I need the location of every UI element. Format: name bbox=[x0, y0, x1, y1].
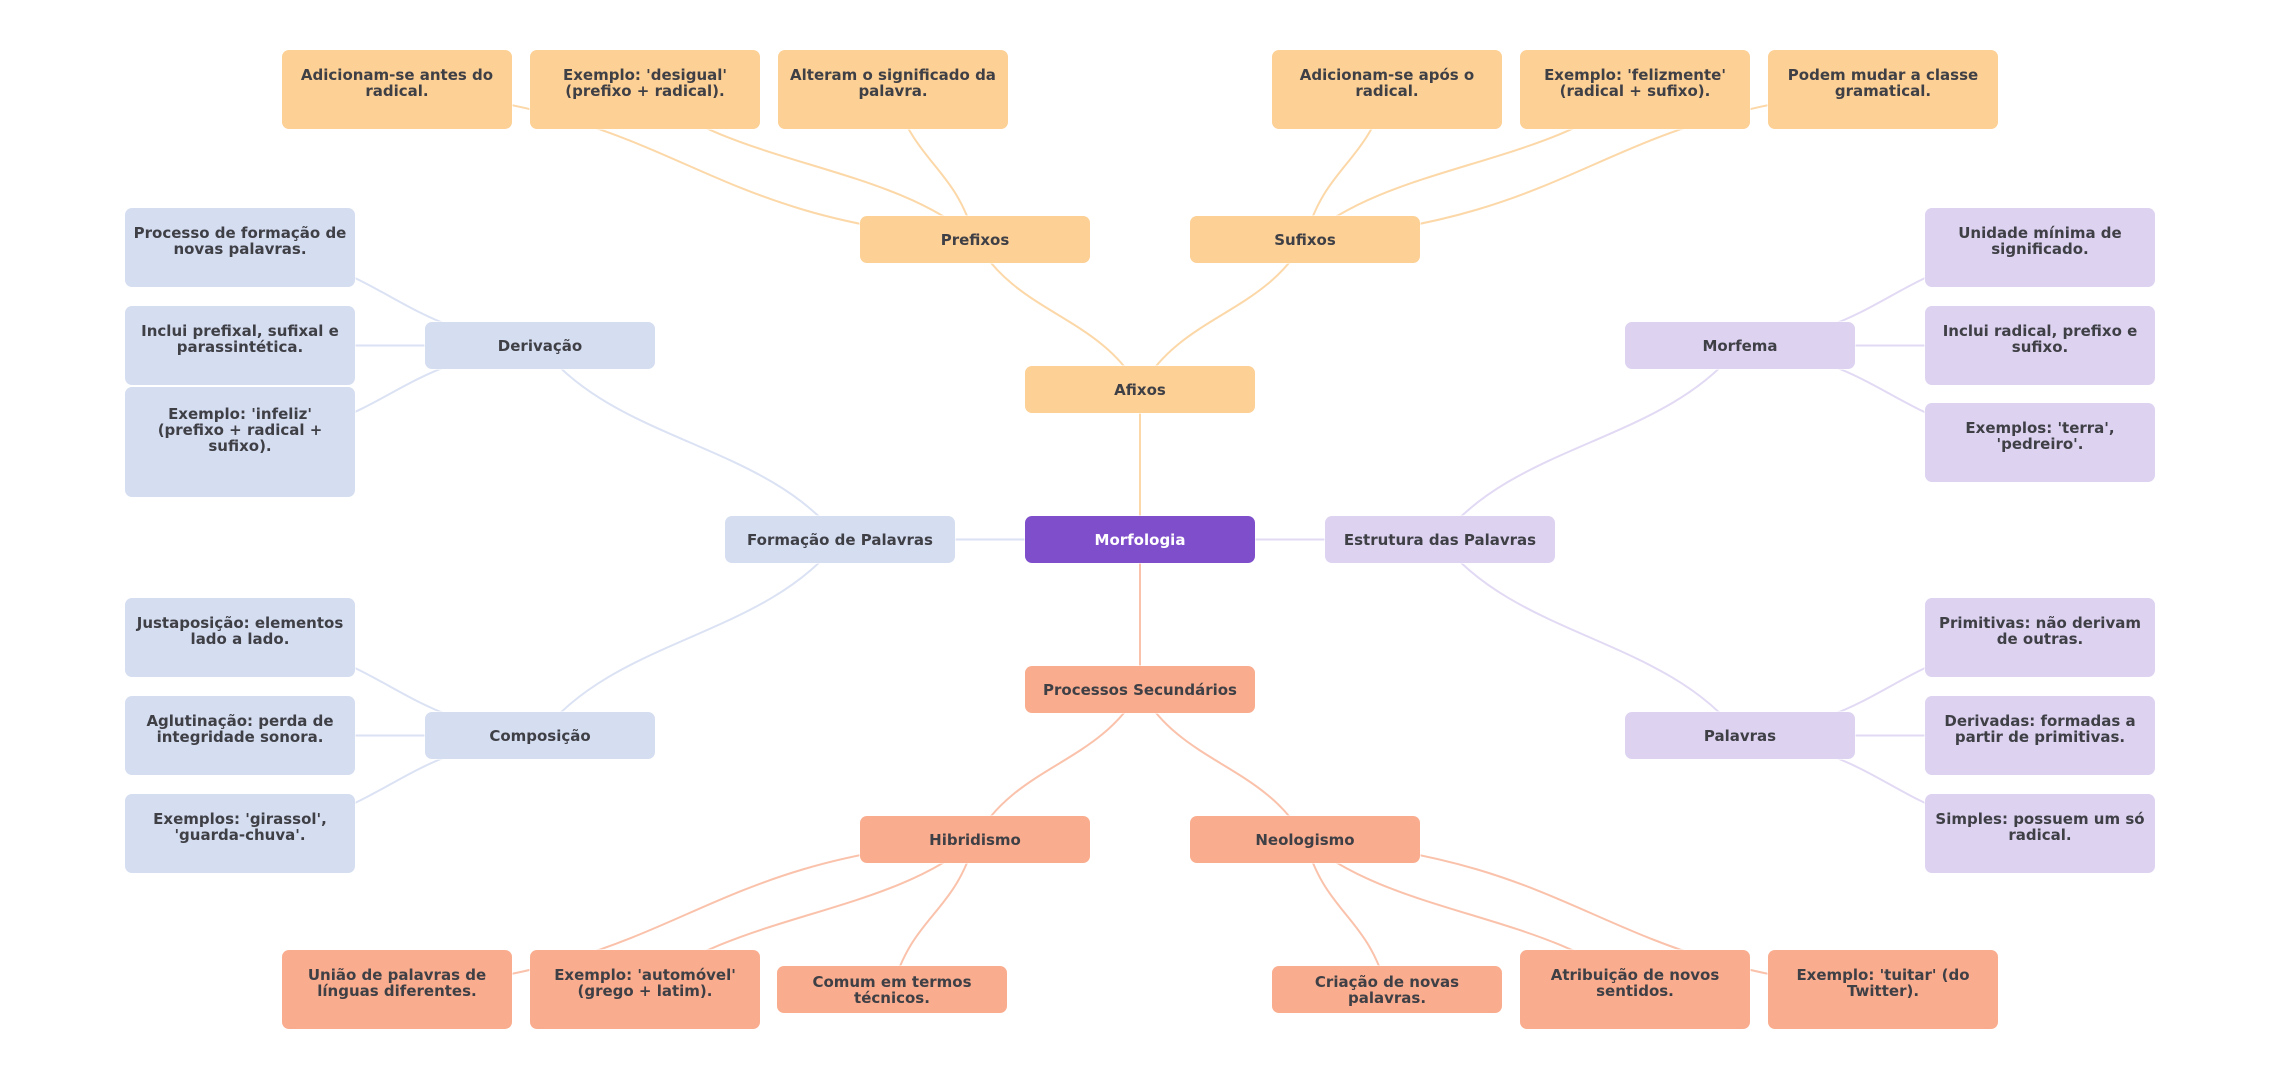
leaf-label: Exemplos: 'terra', 'pedreiro'. bbox=[1965, 418, 2115, 453]
leaf-label: Alteram o significado da palavra. bbox=[790, 65, 996, 100]
connector-hibridismo-hib2 bbox=[891, 839, 976, 990]
leaf-label: Exemplo: 'desigual' (prefixo + radical). bbox=[563, 65, 727, 100]
node-morfema[interactable]: Morfema bbox=[1625, 322, 1855, 369]
leaf-palavras-1[interactable]: Primitivas: não derivam de outras. bbox=[1925, 598, 2155, 677]
node-sufixos[interactable]: Sufixos bbox=[1190, 216, 1420, 263]
leaf-prefixos-2[interactable]: Exemplo: 'desigual' (prefixo + radical). bbox=[530, 50, 760, 129]
connector-afixos-sufixos bbox=[1139, 239, 1306, 390]
node-palavras[interactable]: Palavras bbox=[1625, 712, 1855, 759]
node-prefixos[interactable]: Prefixos bbox=[860, 216, 1090, 263]
leaf-hibridismo-3[interactable]: Comum em termos técnicos. bbox=[777, 966, 1007, 1013]
leaf-label: Adicionam-se antes do radical. bbox=[300, 65, 494, 100]
leaf-morfema-2[interactable]: Inclui radical, prefixo e sufixo. bbox=[1925, 306, 2155, 385]
leaf-label: Exemplos: 'girassol', 'guarda-chuva'. bbox=[153, 809, 327, 844]
leaf-label: Processo de formação de novas palavras. bbox=[133, 223, 347, 258]
leaf-neologismo-3[interactable]: Exemplo: 'tuitar' (do Twitter). bbox=[1768, 950, 1998, 1029]
node-label: Afixos bbox=[1114, 380, 1166, 399]
leaf-label: União de palavras de línguas diferentes. bbox=[307, 965, 487, 1000]
connector-processos-neologismo bbox=[1139, 689, 1306, 840]
leaf-label: Inclui prefixal, sufixal e parassintétic… bbox=[141, 321, 339, 356]
node-label: Derivação bbox=[497, 336, 583, 355]
leaf-composicao-3[interactable]: Exemplos: 'girassol', 'guarda-chuva'. bbox=[125, 794, 355, 873]
leaf-label: Podem mudar a classe gramatical. bbox=[1787, 65, 1979, 100]
node-label: Palavras bbox=[1703, 726, 1777, 745]
leaf-derivacao-3[interactable]: Exemplo: 'infeliz' (prefixo + radical + … bbox=[125, 387, 355, 497]
leaf-label: Inclui radical, prefixo e sufixo. bbox=[1942, 321, 2138, 356]
leaf-palavras-2[interactable]: Derivadas: formadas a partir de primitiv… bbox=[1925, 696, 2155, 775]
leaf-label: Aglutinação: perda de integridade sonora… bbox=[146, 711, 334, 746]
leaf-label: Primitivas: não derivam de outras. bbox=[1939, 613, 2141, 648]
leaf-morfema-1[interactable]: Unidade mínima de significado. bbox=[1925, 208, 2155, 287]
leaf-label: Atribuição de novos sentidos. bbox=[1550, 965, 1720, 1000]
leaf-label: Unidade mínima de significado. bbox=[1958, 223, 2122, 258]
leaf-label: Simples: possuem um só radical. bbox=[1935, 809, 2145, 844]
leaf-label: Exemplo: 'tuitar' (do Twitter). bbox=[1796, 965, 1970, 1000]
leaf-label: Exemplo: 'automóvel' (grego + latim). bbox=[554, 965, 736, 1000]
connector-afixos-prefixos bbox=[974, 239, 1141, 390]
leaf-palavras-3[interactable]: Simples: possuem um só radical. bbox=[1925, 794, 2155, 873]
node-processos-secundarios[interactable]: Processos Secundários bbox=[1025, 666, 1255, 713]
leaf-label: Adicionam-se após o radical. bbox=[1299, 65, 1475, 100]
node-afixos[interactable]: Afixos bbox=[1025, 366, 1255, 413]
node-label: Composição bbox=[489, 726, 591, 745]
connector-processos-hibridismo bbox=[974, 689, 1141, 840]
leaf-morfema-3[interactable]: Exemplos: 'terra', 'pedreiro'. bbox=[1925, 403, 2155, 482]
leaf-sufixos-2[interactable]: Exemplo: 'felizmente' (radical + sufixo)… bbox=[1520, 50, 1750, 129]
leaf-sufixos-1[interactable]: Adicionam-se após o radical. bbox=[1272, 50, 1502, 129]
node-label: Prefixos bbox=[940, 230, 1010, 249]
node-label: Processos Secundários bbox=[1043, 680, 1237, 699]
leaf-label: Exemplo: 'felizmente' (radical + sufixo)… bbox=[1544, 65, 1726, 100]
leaf-label: Exemplo: 'infeliz' (prefixo + radical + … bbox=[157, 405, 323, 455]
leaf-derivacao-2[interactable]: Inclui prefixal, sufixal e parassintétic… bbox=[125, 306, 355, 385]
leaf-composicao-1[interactable]: Justaposição: elementos lado a lado. bbox=[125, 598, 355, 677]
leaf-label: Criação de novas palavras. bbox=[1314, 972, 1460, 1007]
leaf-composicao-2[interactable]: Aglutinação: perda de integridade sonora… bbox=[125, 696, 355, 775]
leaf-hibridismo-2[interactable]: Exemplo: 'automóvel' (grego + latim). bbox=[530, 950, 760, 1029]
node-derivacao[interactable]: Derivação bbox=[425, 322, 655, 369]
connector-formacao-derivacao bbox=[539, 344, 841, 541]
node-label: Morfema bbox=[1702, 336, 1778, 355]
leaf-derivacao-1[interactable]: Processo de formação de novas palavras. bbox=[125, 208, 355, 287]
node-label: Morfologia bbox=[1094, 530, 1186, 549]
node-label: Hibridismo bbox=[929, 830, 1021, 849]
node-formacao-de-palavras[interactable]: Formação de Palavras bbox=[725, 516, 955, 563]
leaf-label: Justaposição: elementos lado a lado. bbox=[136, 613, 344, 648]
leaf-hibridismo-1[interactable]: União de palavras de línguas diferentes. bbox=[282, 950, 512, 1029]
node-composicao[interactable]: Composição bbox=[425, 712, 655, 759]
node-label: Formação de Palavras bbox=[747, 530, 933, 549]
node-label: Sufixos bbox=[1274, 230, 1336, 249]
connector-neologismo-neo0 bbox=[1304, 839, 1388, 990]
leaf-neologismo-1[interactable]: Criação de novas palavras. bbox=[1272, 966, 1502, 1013]
leaf-neologismo-2[interactable]: Atribuição de novos sentidos. bbox=[1520, 950, 1750, 1029]
node-label: Estrutura das Palavras bbox=[1343, 530, 1537, 549]
node-neologismo[interactable]: Neologismo bbox=[1190, 816, 1420, 863]
connector-formacao-composicao bbox=[539, 538, 841, 737]
node-hibridismo[interactable]: Hibridismo bbox=[860, 816, 1090, 863]
leaf-prefixos-1[interactable]: Adicionam-se antes do radical. bbox=[282, 50, 512, 129]
root-node-morfologia[interactable]: Morfologia bbox=[1025, 516, 1255, 563]
leaf-label: Derivadas: formadas a partir de primitiv… bbox=[1944, 711, 2136, 746]
node-label: Neologismo bbox=[1255, 830, 1355, 849]
leaf-prefixos-3[interactable]: Alteram o significado da palavra. bbox=[778, 50, 1008, 129]
leaf-label: Comum em termos técnicos. bbox=[812, 972, 972, 1007]
node-estrutura-das-palavras[interactable]: Estrutura das Palavras bbox=[1325, 516, 1555, 563]
leaf-sufixos-3[interactable]: Podem mudar a classe gramatical. bbox=[1768, 50, 1998, 129]
connector-estrutura-morfema bbox=[1439, 344, 1741, 541]
connector-estrutura-palavras bbox=[1439, 538, 1741, 737]
